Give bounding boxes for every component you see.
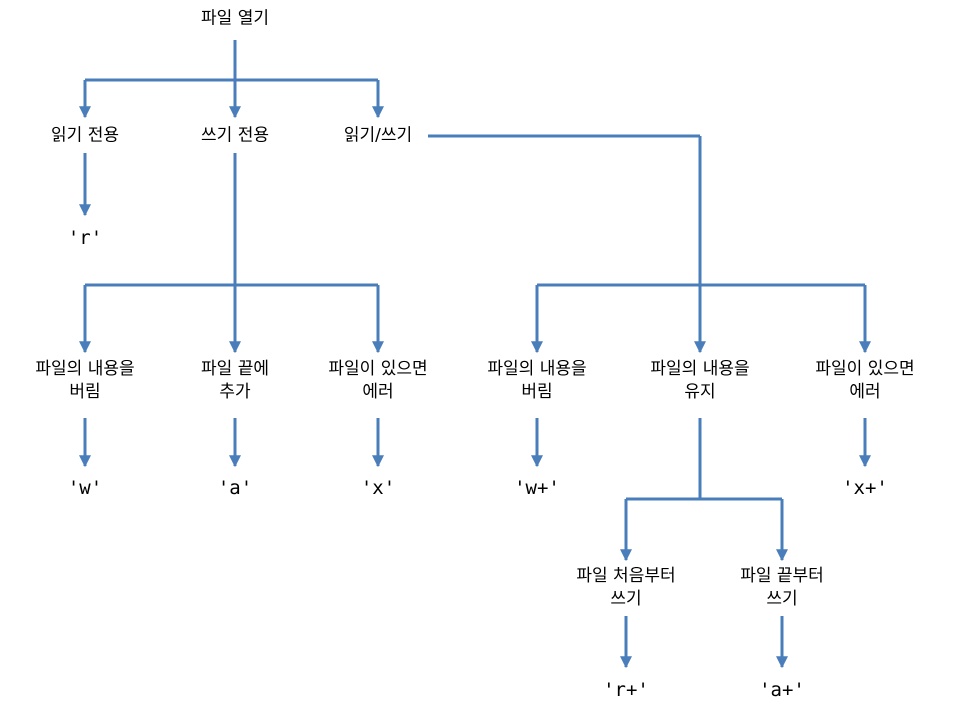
mode-a: 'a' [217, 477, 253, 499]
node-a-append-line1: 파일 끝에 [201, 359, 269, 379]
mode-wplus: 'w+' [514, 477, 560, 499]
node-rplus-begin-line2: 쓰기 [610, 589, 642, 609]
node-read-write: 읽기/쓰기 [343, 125, 413, 146]
node-aplus-end-line1: 파일 끝부터 [740, 566, 824, 586]
mode-x: 'x' [360, 477, 396, 499]
node-xplus-error-line2: 에러 [849, 382, 881, 402]
node-xplus-error: 파일이 있으면 에러 [815, 358, 914, 404]
node-write-only: 쓰기 전용 [201, 125, 269, 146]
node-w-discard: 파일의 내용을 버림 [35, 358, 134, 404]
node-wplus-discard-line2: 버림 [521, 382, 553, 402]
node-aplus-end-line2: 쓰기 [766, 589, 798, 609]
node-keep: 파일의 내용을 유지 [650, 358, 749, 404]
node-x-error-line2: 에러 [362, 382, 394, 402]
node-x-error: 파일이 있으면 에러 [328, 358, 427, 404]
mode-r: 'r' [67, 227, 103, 249]
mode-w: 'w' [67, 477, 103, 499]
node-w-discard-line2: 버림 [69, 382, 101, 402]
node-x-error-line1: 파일이 있으면 [328, 359, 428, 379]
node-wplus-discard-line1: 파일의 내용을 [487, 359, 587, 379]
node-a-append-line2: 추가 [219, 382, 251, 402]
node-read-only: 읽기 전용 [51, 125, 119, 146]
node-xplus-error-line1: 파일이 있으면 [815, 359, 915, 379]
mode-aplus: 'a+' [759, 679, 805, 701]
node-aplus-end: 파일 끝부터 쓰기 [740, 565, 824, 611]
node-keep-line2: 유지 [684, 382, 716, 402]
node-w-discard-line1: 파일의 내용을 [35, 359, 135, 379]
node-rplus-begin: 파일 처음부터 쓰기 [576, 565, 675, 611]
mode-xplus: 'x+' [842, 477, 888, 499]
mode-rplus: 'r+' [603, 679, 649, 701]
node-keep-line1: 파일의 내용을 [650, 359, 750, 379]
node-wplus-discard: 파일의 내용을 버림 [487, 358, 586, 404]
node-rplus-begin-line1: 파일 처음부터 [576, 566, 676, 586]
node-a-append: 파일 끝에 추가 [201, 358, 269, 404]
node-open-file: 파일 열기 [201, 8, 269, 29]
